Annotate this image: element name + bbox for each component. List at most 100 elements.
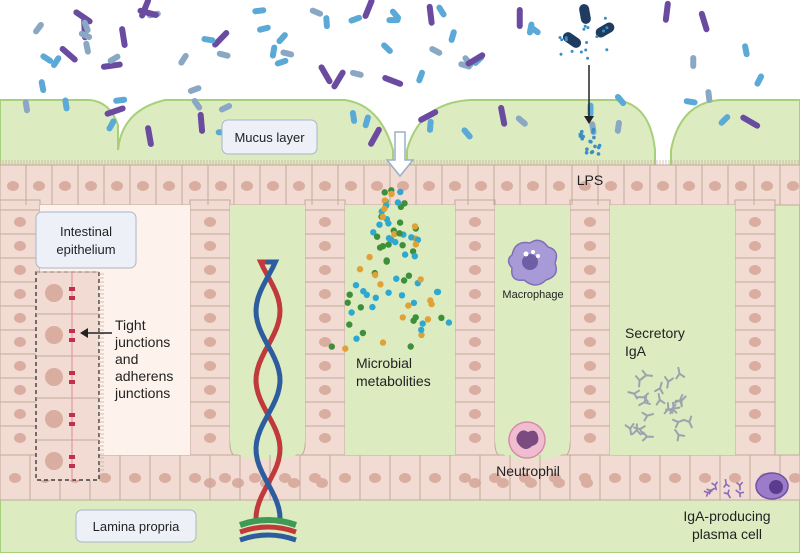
metabolite <box>352 282 360 289</box>
cell-nucleus <box>137 181 149 191</box>
lps-molecule <box>585 147 589 151</box>
cell-nucleus <box>189 181 201 191</box>
cell-nucleus <box>579 473 591 483</box>
metabolite <box>385 241 392 248</box>
lps-molecule <box>564 36 568 40</box>
iga-molecule <box>665 403 678 414</box>
cell-nucleus <box>204 385 216 395</box>
tight-junctions-label-5: junctions <box>114 385 170 401</box>
cell-nucleus <box>163 181 175 191</box>
metabolite <box>433 288 441 296</box>
bacterium <box>448 29 457 43</box>
lps-molecule <box>596 152 601 156</box>
iga-molecule <box>703 489 713 497</box>
bacterium <box>83 40 91 55</box>
metabolite <box>393 275 400 282</box>
iga-molecule <box>723 479 731 489</box>
cell-nucleus <box>319 217 331 227</box>
bacterium <box>62 97 70 112</box>
bacterium <box>107 53 121 64</box>
lps-molecule <box>579 50 583 54</box>
bacterium <box>349 69 364 78</box>
cell-nucleus <box>14 337 26 347</box>
cell-nucleus <box>241 181 253 191</box>
cell-nucleus <box>699 473 711 483</box>
cell-nucleus <box>319 265 331 275</box>
lps-molecule <box>605 48 609 52</box>
lps-molecule <box>603 16 607 20</box>
cell-nucleus <box>232 478 244 488</box>
cell-nucleus <box>14 361 26 371</box>
metabolite <box>346 291 353 298</box>
bacterium <box>309 7 324 17</box>
bacterium <box>718 114 731 126</box>
cell-nucleus <box>14 409 26 419</box>
iga-molecule <box>682 415 693 429</box>
lps-molecule <box>584 48 588 52</box>
metabolite <box>381 189 388 196</box>
bacterium <box>201 36 216 44</box>
iga-plasma-cell-label-2: plasma cell <box>692 526 762 542</box>
metabolite <box>381 205 388 212</box>
bacterium <box>218 103 233 113</box>
bacterium <box>498 104 508 127</box>
lps-molecule <box>580 136 584 141</box>
cell-nucleus <box>7 181 19 191</box>
cell-nucleus <box>267 181 279 191</box>
microbial-metabolite-dots <box>328 187 453 352</box>
bacterium <box>416 69 426 84</box>
tight-junctions-label-3: and <box>115 351 138 367</box>
cell-nucleus <box>397 181 409 191</box>
cell-nucleus <box>85 181 97 191</box>
tight-junction <box>69 287 75 291</box>
cell-nucleus <box>204 337 216 347</box>
iga-molecule <box>674 428 686 442</box>
metabolite <box>372 271 379 279</box>
iga-molecule <box>637 392 650 403</box>
cell-nucleus <box>749 337 761 347</box>
bacterium <box>349 110 358 124</box>
metabolite <box>396 219 404 226</box>
lps-molecule <box>588 139 592 144</box>
iga-molecule <box>672 418 685 429</box>
cell-nucleus <box>584 385 596 395</box>
cell-nucleus <box>371 181 383 191</box>
metabolite <box>391 230 398 238</box>
iga-molecule <box>723 489 732 499</box>
bacterium <box>212 30 230 48</box>
cell-nucleus <box>319 433 331 443</box>
cell-nucleus <box>657 181 669 191</box>
metabolite <box>373 233 381 240</box>
lps-molecule <box>559 52 563 56</box>
lps-molecule <box>605 26 609 30</box>
bacterium <box>106 118 117 132</box>
bacterium <box>318 64 333 85</box>
metabolite <box>397 188 404 196</box>
tight-junction <box>69 329 75 333</box>
lps-molecule <box>593 144 597 149</box>
iga-molecule <box>641 411 655 422</box>
cell-nucleus <box>309 473 321 483</box>
iga-molecule <box>633 425 646 435</box>
cell-nucleus <box>459 473 471 483</box>
bacterium <box>197 111 206 134</box>
metabolite <box>405 272 413 279</box>
tight-junction-arrowhead <box>80 328 88 338</box>
cell-nucleus <box>584 217 596 227</box>
bacterium <box>59 45 78 63</box>
lps-molecule <box>589 150 594 155</box>
cell-nucleus <box>14 433 26 443</box>
bacterium <box>742 43 750 58</box>
cell-nucleus <box>204 241 216 251</box>
intestinal-epithelium-label-line1: Intestinal <box>60 224 112 239</box>
bacterium <box>33 21 44 35</box>
bacterium <box>73 9 93 25</box>
iga-molecule <box>664 376 674 389</box>
secretory-iga-label-1: Secretory <box>625 325 685 341</box>
bacterium <box>465 52 486 67</box>
cell-nucleus <box>749 241 761 251</box>
mucus-layer-label: Mucus layer <box>234 130 305 145</box>
cell-nucleus <box>584 433 596 443</box>
metabolite <box>399 314 406 321</box>
central-mucus <box>345 205 455 455</box>
